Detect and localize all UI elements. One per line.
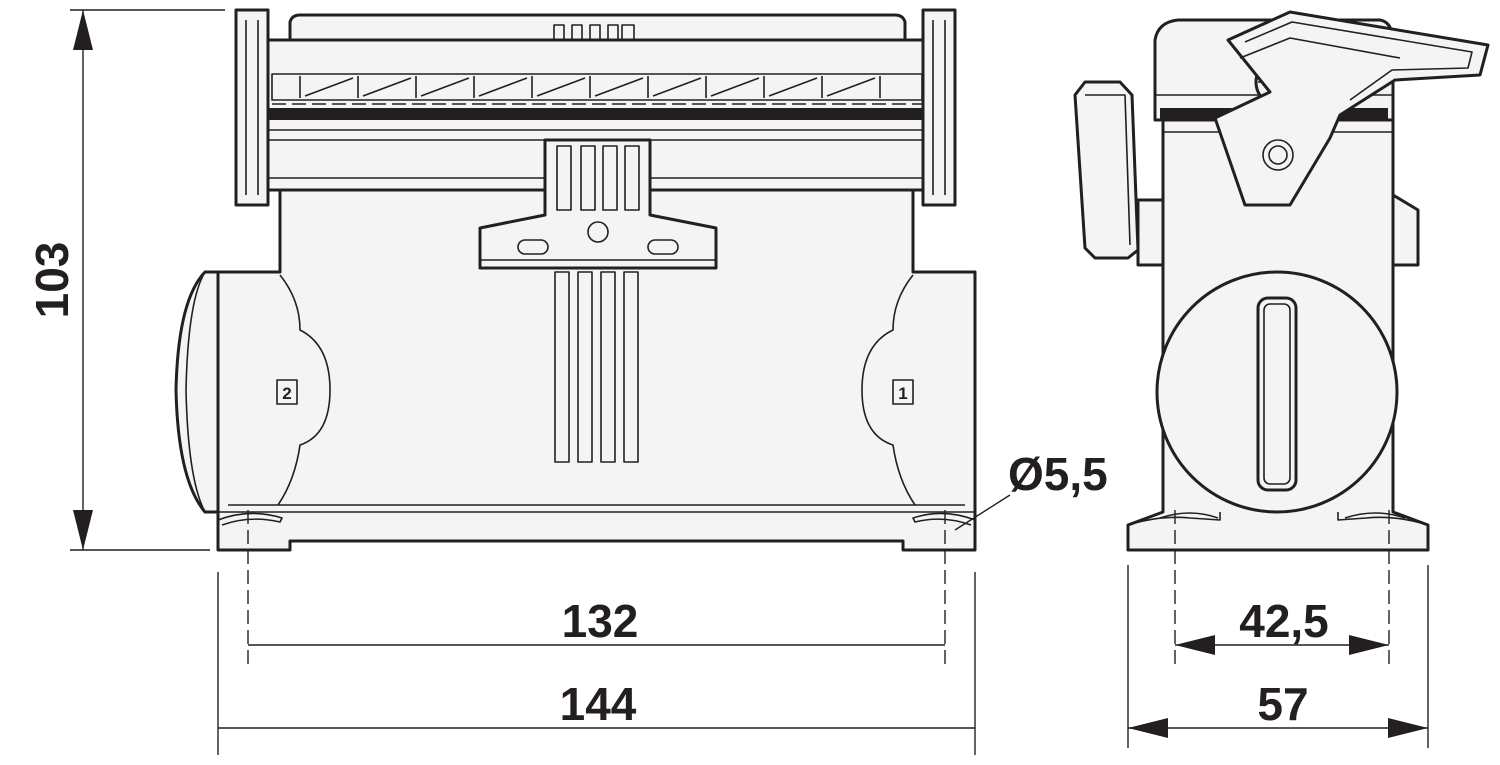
dim-depth-total: 57	[1257, 678, 1308, 730]
lever-right	[921, 8, 957, 207]
cable-entry-slot	[1256, 296, 1298, 492]
lattice-band	[271, 73, 923, 105]
side-lever	[1073, 80, 1140, 260]
housing-body	[216, 188, 977, 552]
lid-top	[288, 13, 907, 42]
ribs	[554, 271, 639, 463]
dim-hole-diameter: Ø5,5	[1008, 448, 1108, 500]
locking-bracket	[1213, 10, 1490, 207]
dim-width-holes: 132	[562, 595, 639, 647]
front-view: 2 1	[174, 8, 977, 670]
dim-height: 103	[26, 242, 78, 319]
foot-left	[217, 512, 283, 526]
side-view	[1073, 10, 1490, 665]
dim-width-total: 144	[560, 678, 637, 730]
cable-entry-round	[1155, 270, 1399, 514]
left-cable-entry	[174, 270, 220, 514]
lever-left	[234, 8, 270, 207]
marker-1: 1	[898, 384, 907, 403]
front-dimensions: 103 132 144 Ø5,5	[26, 9, 1108, 755]
dim-depth-holes: 42,5	[1239, 595, 1329, 647]
center-bracket	[478, 138, 718, 270]
foot-right	[912, 512, 976, 526]
side-dimensions: 42,5 57	[1127, 565, 1429, 748]
marker-2: 2	[282, 384, 291, 403]
